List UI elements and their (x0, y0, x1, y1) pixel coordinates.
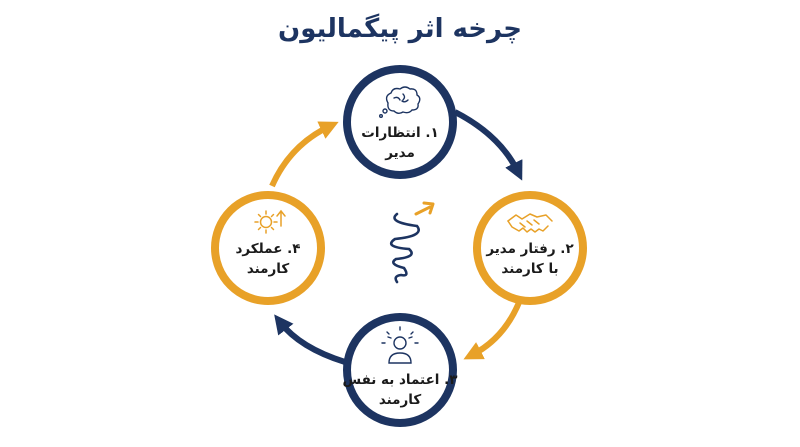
arrow-4-to-1 (269, 121, 339, 188)
arrow-2-to-3 (463, 298, 523, 360)
node-4-line-2: کارمند (246, 261, 290, 277)
node-3-line-2: کارمند (378, 392, 422, 408)
node-circle-3 (343, 313, 457, 427)
node-label-3: ۳. اعتماد به نفس کارمند (335, 370, 465, 410)
spiral-growth-icon (390, 201, 435, 284)
node-3-line-1: ۳. اعتماد به نفس (342, 372, 458, 388)
node-1-line-1: ۱. انتظارات (361, 125, 439, 141)
gear-growth-icon (254, 209, 286, 234)
node-4-line-1: ۴. عملکرد (235, 241, 301, 257)
node-2-line-2: با کارمند (501, 261, 559, 277)
node-1-line-2: مدیر (385, 145, 415, 161)
node-2-line-1: ۲. رفتار مدیر (486, 241, 574, 257)
handshake-icon (507, 213, 553, 233)
node-circle-1 (343, 65, 457, 179)
arrow-1-to-2 (453, 109, 523, 181)
node-circle-4 (211, 191, 325, 305)
node-label-4: ۴. عملکرد کارمند (203, 239, 333, 279)
brain-thought-icon (379, 86, 421, 118)
node-label-1: ۱. انتظارات مدیر (335, 123, 465, 163)
node-label-2: ۲. رفتار مدیر با کارمند (465, 239, 595, 279)
confident-person-icon (381, 326, 419, 364)
node-circle-2 (473, 191, 587, 305)
arrow-3-to-4 (274, 314, 346, 365)
diagram-title: چرخه اثر پیگمالیون (278, 14, 522, 44)
